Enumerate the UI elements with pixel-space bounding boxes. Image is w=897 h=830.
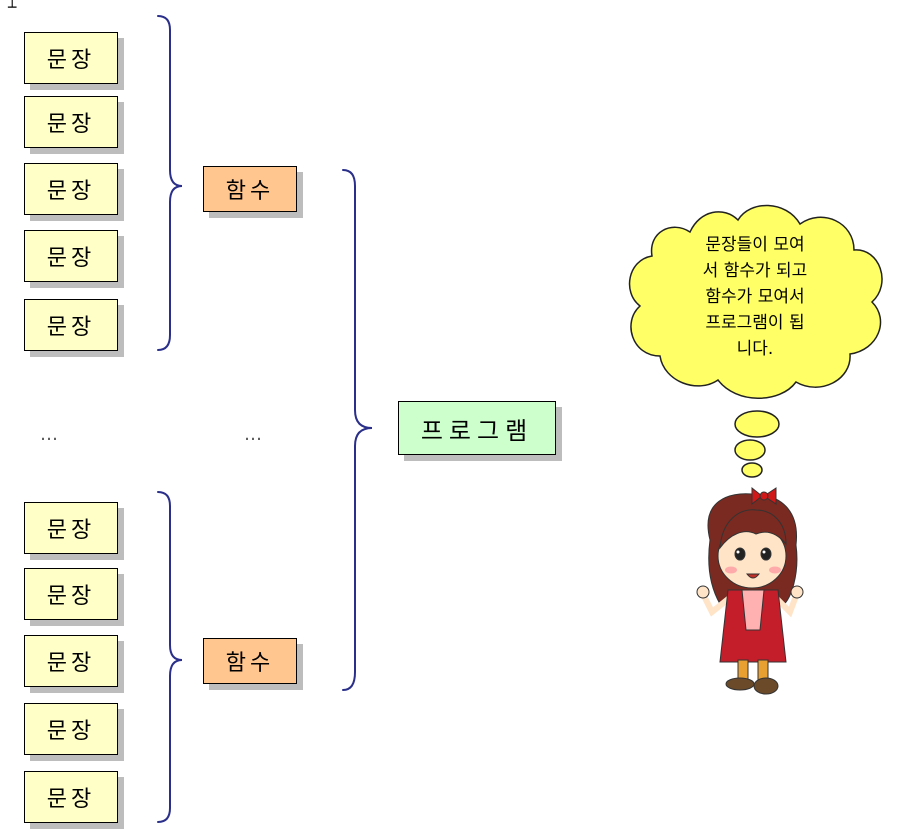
function-box-bottom: 함수 — [203, 638, 297, 684]
statement-box: 문장 — [24, 635, 118, 687]
statement-box: 문장 — [24, 703, 118, 755]
statement-box: 문장 — [24, 32, 118, 84]
statement-box: 문장 — [24, 96, 118, 148]
statement-box: 문장 — [24, 771, 118, 823]
statement-box: 문장 — [24, 502, 118, 554]
statement-box: 문장 — [24, 299, 118, 351]
thought-cloud-text: 문장들이 모여 서 함수가 되고 함수가 모여서 프로그램이 됩 니다. — [702, 235, 808, 359]
brace-functions — [342, 169, 373, 691]
corner-mark: ┴ — [8, 0, 17, 16]
statement-box: 문장 — [24, 230, 118, 282]
ellipsis-statements: … — [40, 424, 60, 445]
statement-box: 문장 — [24, 163, 118, 215]
brace-bottom-group — [157, 491, 183, 823]
brace-top-group — [157, 15, 183, 351]
thought-cloud — [628, 204, 883, 478]
ellipsis-functions: … — [244, 424, 264, 445]
program-box: 프로그램 — [398, 401, 556, 455]
statement-box: 문장 — [24, 568, 118, 620]
cartoon-girl — [696, 486, 804, 695]
function-box-top: 함수 — [203, 166, 297, 212]
